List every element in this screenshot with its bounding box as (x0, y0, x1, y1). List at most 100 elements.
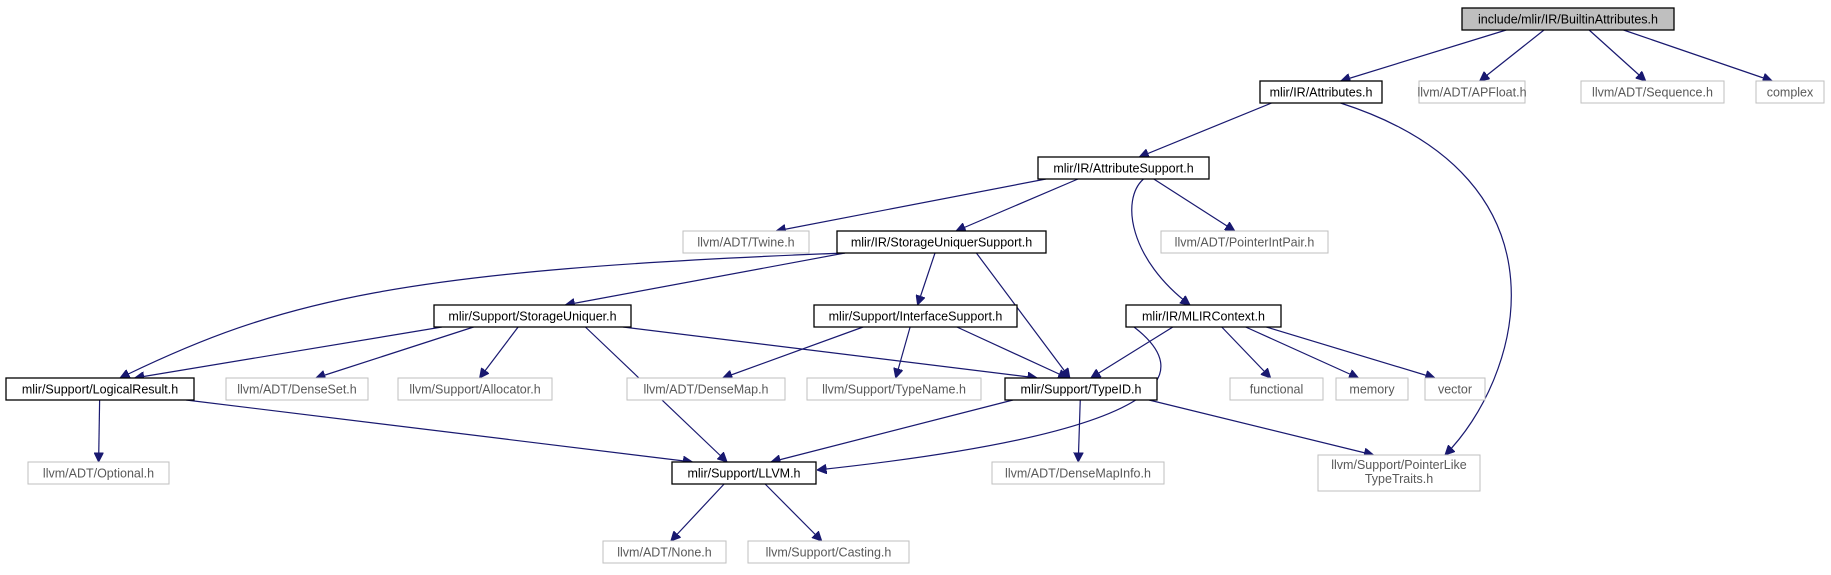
node-label: memory (1349, 383, 1395, 397)
node-label: mlir/IR/Attributes.h (1270, 86, 1373, 100)
node-box (626, 377, 786, 401)
node-casting: llvm/Support/Casting.h (747, 540, 910, 564)
node-label: mlir/IR/MLIRContext.h (1142, 310, 1265, 324)
edge-builtin-attributes (1341, 29, 1507, 81)
node-typename: llvm/Support/TypeName.h (806, 377, 982, 401)
node-box (1229, 377, 1324, 401)
node-denseset: llvm/ADT/DenseSet.h (225, 377, 369, 401)
node-box (991, 461, 1165, 485)
node-llvmh[interactable]: mlir/Support/LLVM.h (671, 461, 817, 485)
node-logicalresult[interactable]: mlir/Support/LogicalResult.h (5, 377, 195, 401)
node-densemapinfo: llvm/ADT/DenseMapInfo.h (991, 461, 1165, 485)
edge-builtin-sequence (1588, 29, 1646, 81)
node-label: llvm/ADT/None.h (617, 546, 712, 560)
edge-logicalresult-llvmh (185, 399, 692, 462)
node-attrsupport[interactable]: mlir/IR/AttributeSupport.h (1037, 156, 1210, 180)
edge-llvmh-none (671, 483, 725, 541)
edge-suniqsupport-typeid (975, 252, 1069, 378)
node-functional: functional (1229, 377, 1324, 401)
node-label: mlir/Support/StorageUniquer.h (448, 310, 616, 324)
edge-attrsupport-ptrintpair (1153, 178, 1235, 231)
node-box (1424, 377, 1486, 401)
node-label: llvm/ADT/Twine.h (697, 236, 794, 250)
node-label: mlir/Support/TypeID.h (1021, 383, 1142, 397)
node-none: llvm/ADT/None.h (602, 540, 727, 564)
node-label: complex (1767, 86, 1814, 100)
node-box (836, 230, 1047, 254)
node-box (1418, 80, 1526, 104)
edge-suniqsupport-suniq (565, 252, 846, 305)
node-box (602, 540, 727, 564)
edge-attrsupport-twine (776, 178, 1047, 231)
node-box (747, 540, 910, 564)
node-box (225, 377, 369, 401)
node-box (813, 304, 1018, 328)
node-builtin[interactable]: include/mlir/IR/BuiltinAttributes.h (1461, 7, 1675, 31)
edge-logicalresult-optional (99, 399, 100, 462)
node-ifacesupport[interactable]: mlir/Support/InterfaceSupport.h (813, 304, 1018, 328)
node-sequence: llvm/ADT/Sequence.h (1580, 80, 1725, 104)
nodes-layer: include/mlir/IR/BuiltinAttributes.h mlir/… (5, 7, 1825, 564)
node-vector: vector (1424, 377, 1486, 401)
edge-typeid-densemapinfo (1078, 399, 1080, 462)
node-label: llvm/ADT/Optional.h (43, 467, 154, 481)
node-box (671, 461, 817, 485)
edge-ifacesupport-typename (896, 326, 911, 378)
node-label: llvm/ADT/DenseSet.h (237, 383, 357, 397)
node-attributes[interactable]: mlir/IR/Attributes.h (1259, 80, 1383, 104)
node-complex: complex (1755, 80, 1825, 104)
node-label: include/mlir/IR/BuiltinAttributes.h (1478, 13, 1658, 27)
node-label: mlir/IR/StorageUniquerSupport.h (851, 236, 1032, 250)
edge-suniq-denseset (316, 326, 474, 378)
node-densemap: llvm/ADT/DenseMap.h (626, 377, 786, 401)
edges-layer (99, 29, 1773, 541)
node-box (1335, 377, 1409, 401)
node-label: TypeTraits.h (1365, 472, 1433, 486)
node-label: llvm/Support/Allocator.h (409, 383, 540, 397)
node-box (1317, 454, 1481, 492)
node-label: llvm/ADT/APFloat.h (1417, 86, 1526, 100)
edge-suniq-typeid (622, 326, 1037, 378)
node-ptrintpair: llvm/ADT/PointerIntPair.h (1160, 230, 1329, 254)
edge-llvmh-casting (764, 483, 822, 541)
node-apfloat: llvm/ADT/APFloat.h (1417, 80, 1527, 104)
edge-attributes-attrsupport (1139, 102, 1272, 157)
edge-suniq-allocator (480, 326, 519, 378)
edge-suniqsupport-logicalresult (120, 252, 846, 378)
edge-mlircontext-typeid (1091, 326, 1174, 378)
node-typeid[interactable]: mlir/Support/TypeID.h (1004, 377, 1158, 401)
edge-typeid-ptrlike (1148, 399, 1374, 455)
node-label: llvm/Support/Casting.h (766, 546, 892, 560)
node-box (1755, 80, 1825, 104)
node-suniq[interactable]: mlir/Support/StorageUniquer.h (433, 304, 632, 328)
edge-attrsupport-suniqsupport (956, 178, 1079, 231)
edge-mlircontext-memory (1245, 326, 1359, 378)
node-mlircontext[interactable]: mlir/IR/MLIRContext.h (1125, 304, 1282, 328)
node-suniqsupport[interactable]: mlir/IR/StorageUniquerSupport.h (836, 230, 1047, 254)
node-label: llvm/Support/PointerLike (1331, 458, 1467, 472)
edge-builtin-complex (1623, 29, 1773, 81)
edge-mlircontext-vector (1266, 326, 1435, 378)
edge-attrsupport-mlircontext (1131, 178, 1190, 305)
node-twine: llvm/ADT/Twine.h (682, 230, 810, 254)
node-box (682, 230, 810, 254)
node-label: mlir/IR/AttributeSupport.h (1053, 162, 1193, 176)
node-optional: llvm/ADT/Optional.h (27, 461, 170, 485)
edge-suniqsupport-ifacesupport (918, 252, 936, 305)
node-label: functional (1250, 383, 1304, 397)
node-memory: memory (1335, 377, 1409, 401)
node-box (5, 377, 195, 401)
edge-builtin-apfloat (1480, 29, 1545, 81)
node-box (806, 377, 982, 401)
node-box (27, 461, 170, 485)
edge-attributes-ptrlike (1340, 102, 1512, 455)
node-label: mlir/Support/InterfaceSupport.h (829, 310, 1003, 324)
node-allocator: llvm/Support/Allocator.h (397, 377, 553, 401)
node-box (1259, 80, 1383, 104)
node-label: llvm/ADT/DenseMapInfo.h (1005, 467, 1151, 481)
node-label: llvm/Support/TypeName.h (822, 383, 966, 397)
edge-typeid-llvmh (771, 399, 1014, 462)
node-label: llvm/ADT/PointerIntPair.h (1175, 236, 1315, 250)
